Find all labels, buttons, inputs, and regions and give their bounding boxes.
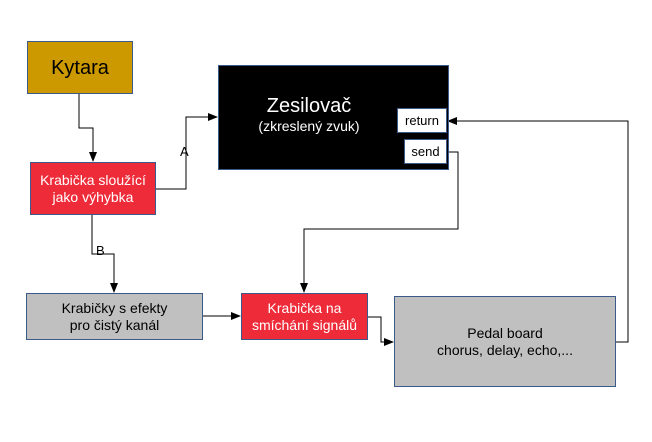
clean-effects-line1: Krabičky s efekty bbox=[61, 299, 168, 316]
switch-box-node: Krabička sloužící jako výhybka bbox=[30, 162, 156, 215]
switch-box-line2: jako výhybka bbox=[52, 188, 134, 205]
mixer-node: Krabička na smíchání signálů bbox=[241, 293, 368, 340]
switch-box-line1: Krabička sloužící bbox=[40, 171, 146, 188]
return-port-label: return bbox=[405, 113, 439, 128]
amplifier-title: Zesilovač bbox=[266, 95, 352, 118]
edge-guitar-to-switch bbox=[78, 94, 97, 162]
pedal-board-line1: Pedal board bbox=[467, 324, 543, 341]
mixer-line2: smíchání signálů bbox=[251, 316, 358, 333]
amplifier-send-port: send bbox=[404, 139, 447, 164]
edge-label-b: B bbox=[96, 243, 105, 258]
amplifier-subtitle: (zkreslený zvuk) bbox=[258, 118, 360, 135]
edge-switch-to-amp-a bbox=[156, 113, 218, 190]
guitar-label: Kytara bbox=[51, 56, 109, 79]
guitar-node: Kytara bbox=[27, 41, 133, 94]
edge-pedal-to-return bbox=[447, 117, 629, 343]
edge-switch-to-clean-b bbox=[91, 215, 118, 293]
pedal-board-node: Pedal board chorus, delay, echo,... bbox=[394, 296, 616, 387]
clean-effects-line2: pro čistý kanál bbox=[69, 316, 160, 333]
pedal-board-line2: chorus, delay, echo,... bbox=[437, 341, 573, 358]
edge-mixer-to-pedal bbox=[368, 316, 394, 346]
edge-label-a: A bbox=[180, 144, 189, 159]
clean-effects-node: Krabičky s efekty pro čistý kanál bbox=[26, 293, 203, 340]
mixer-line1: Krabička na bbox=[267, 299, 342, 316]
send-port-label: send bbox=[411, 144, 440, 159]
amplifier-return-port: return bbox=[397, 108, 447, 133]
edge-send-to-mixer bbox=[300, 151, 459, 293]
